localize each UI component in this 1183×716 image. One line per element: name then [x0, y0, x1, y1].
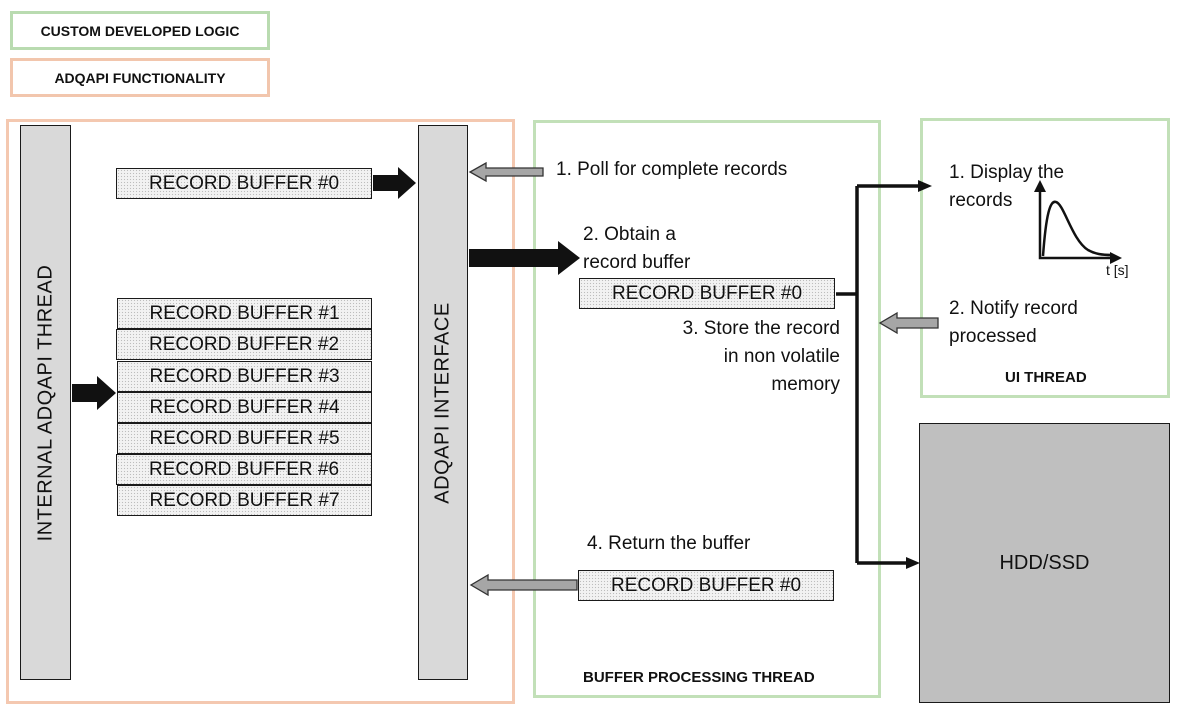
- record-buffer-returned-label: RECORD BUFFER #0: [610, 574, 802, 596]
- legend-adqapi-text: ADQAPI FUNCTIONALITY: [54, 69, 226, 86]
- record-buffer-4-label: RECORD BUFFER #4: [149, 396, 340, 418]
- record-buffer-obtained-label: RECORD BUFFER #0: [611, 282, 803, 304]
- record-buffer-6: RECORD BUFFER #6: [116, 454, 372, 485]
- arrow-obtain-buffer: [469, 241, 580, 275]
- arrow-poll: [468, 161, 544, 183]
- plot-axis-label: t [s]: [1106, 262, 1129, 278]
- step-store-line3: memory: [771, 374, 840, 395]
- record-buffer-6-label: RECORD BUFFER #6: [148, 458, 340, 480]
- arrow-notify: [878, 311, 939, 335]
- buffer-processing-region: [533, 120, 881, 698]
- ui-notify-line2: processed: [949, 326, 1037, 347]
- record-buffer-3-label: RECORD BUFFER #3: [149, 365, 340, 387]
- record-buffer-1: RECORD BUFFER #1: [117, 298, 372, 329]
- hdd-ssd-label: HDD/SSD: [999, 551, 1090, 574]
- ui-thread-region: [920, 118, 1170, 398]
- internal-adqapi-thread-bar: INTERNAL ADQAPI THREAD: [20, 125, 71, 680]
- connector-to-ui-and-storage: [836, 184, 918, 565]
- legend-custom-logic: CUSTOM DEVELOPED LOGIC: [10, 11, 270, 50]
- ui-display-line2: records: [949, 190, 1013, 211]
- ui-display-line1: 1. Display the: [949, 162, 1065, 183]
- step-obtain-line2: record buffer: [583, 252, 691, 273]
- step-store-line2: in non volatile: [723, 346, 840, 367]
- record-buffer-1-label: RECORD BUFFER #1: [149, 302, 340, 324]
- arrowhead-to-ui: [918, 180, 932, 192]
- arrow-return-buffer: [469, 573, 578, 597]
- step-return-label: 4. Return the buffer: [587, 533, 751, 554]
- step-store-line1: 3. Store the record: [682, 318, 840, 339]
- record-buffer-top-label: RECORD BUFFER #0: [148, 172, 340, 194]
- adqapi-region: [6, 119, 515, 704]
- record-buffer-returned: RECORD BUFFER #0: [578, 570, 834, 601]
- record-buffer-7-label: RECORD BUFFER #7: [149, 489, 340, 511]
- arrowhead-to-storage: [906, 557, 920, 569]
- step-obtain-line1: 2. Obtain a: [583, 224, 676, 245]
- waveform-plot: [1034, 180, 1122, 264]
- ui-notify-line1: 2. Notify record: [949, 298, 1078, 319]
- record-buffer-3: RECORD BUFFER #3: [117, 361, 372, 392]
- record-buffer-4: RECORD BUFFER #4: [117, 392, 372, 423]
- record-buffer-5-label: RECORD BUFFER #5: [149, 427, 340, 449]
- record-buffer-obtained: RECORD BUFFER #0: [579, 278, 835, 309]
- record-buffer-top: RECORD BUFFER #0: [116, 168, 372, 199]
- adqapi-interface-bar: ADQAPI INTERFACE: [418, 125, 468, 680]
- record-buffer-5: RECORD BUFFER #5: [117, 423, 372, 454]
- ui-thread-label: UI THREAD: [1005, 369, 1087, 386]
- record-buffer-2-label: RECORD BUFFER #2: [148, 333, 340, 355]
- legend-adqapi-functionality: ADQAPI FUNCTIONALITY: [10, 58, 270, 97]
- hdd-ssd-storage: HDD/SSD: [919, 423, 1170, 703]
- step-poll-label: 1. Poll for complete records: [556, 159, 788, 180]
- record-buffer-7: RECORD BUFFER #7: [117, 485, 372, 516]
- arrow-buffer0-to-interface: [373, 167, 416, 199]
- buffer-processing-thread-label: BUFFER PROCESSING THREAD: [583, 669, 815, 686]
- arrow-internal-to-stack: [72, 376, 116, 410]
- legend-custom-logic-text: CUSTOM DEVELOPED LOGIC: [40, 22, 240, 39]
- record-buffer-2: RECORD BUFFER #2: [116, 329, 372, 360]
